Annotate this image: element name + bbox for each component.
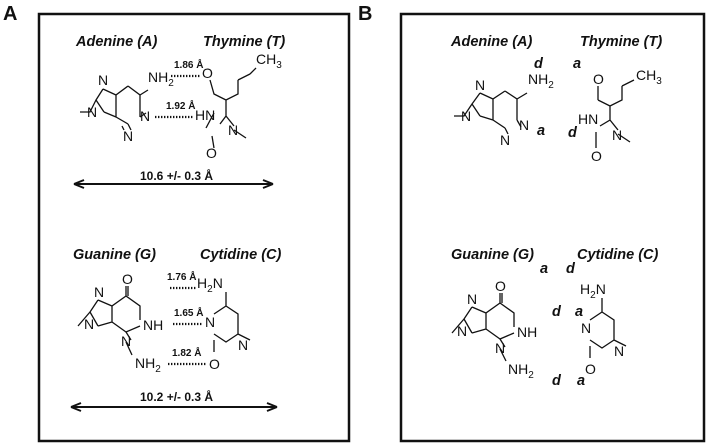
- at-pair: Adenine (A) Thymine (T) NH2 N N N N O CH…: [73, 34, 285, 189]
- b-thymine-n1: N: [612, 127, 622, 143]
- thymine-n1: N: [228, 122, 238, 138]
- gc-width-label: 10.2 +/- 0.3 Å: [140, 389, 213, 404]
- b-adenine-site-1: d: [534, 56, 544, 72]
- cytidine-n3: N: [205, 314, 215, 330]
- gc-width-arrow: [70, 402, 278, 412]
- cytidine-n1: N: [238, 337, 248, 353]
- guanine-o6: O: [122, 271, 133, 287]
- b-adenine-site-2: a: [537, 123, 545, 139]
- adenine-n9: N: [87, 104, 97, 120]
- gc-hbond-3-label: 1.82 Å: [172, 346, 201, 359]
- b-guanine-title: Guanine (G): [451, 247, 534, 263]
- at-hbond-1-label: 1.86 Å: [174, 58, 203, 71]
- b-adenine-n3: N: [500, 132, 510, 148]
- thymine-title: Thymine (T): [203, 34, 285, 50]
- b-cytidine-n3: N: [581, 320, 591, 336]
- b-cytidine-structure: H2N N O N: [580, 281, 627, 377]
- adenine-n7: N: [98, 72, 108, 88]
- b-cytidine-n1: N: [614, 343, 624, 359]
- guanine-title: Guanine (G): [73, 247, 156, 263]
- b-guanine-n1h: NH: [517, 324, 537, 340]
- b-thymine-structure: O CH3 HN N O: [578, 67, 662, 164]
- thymine-structure: O CH3 HN N O: [195, 51, 282, 161]
- adenine-nh2: NH2: [148, 69, 174, 89]
- b-cytidine-nh2: H2N: [580, 281, 606, 301]
- b-cytidine-site-2: a: [575, 304, 583, 320]
- b-guanine-o6: O: [495, 278, 506, 294]
- b-thymine-site-2: d: [568, 125, 578, 141]
- b-guanine-site-3: d: [552, 373, 562, 389]
- panel-b-frame: [399, 12, 706, 443]
- guanine-n3: N: [121, 333, 131, 349]
- guanine-structure: O NH N N N NH2: [77, 271, 163, 375]
- thymine-ch3: CH3: [256, 51, 282, 71]
- b-thymine-n3h: HN: [578, 111, 598, 127]
- panel-a: A Adenine (A) Thymine (T) NH2 N N N N O …: [3, 3, 351, 443]
- b-thymine-o4: O: [593, 71, 604, 87]
- thymine-o2: O: [206, 145, 217, 161]
- gc-hbond-1-label: 1.76 Å: [167, 270, 196, 283]
- b-guanine-n7: N: [467, 291, 477, 307]
- panel-a-letter: A: [3, 3, 17, 25]
- b-guanine-nh2: NH2: [508, 361, 534, 381]
- cytidine-nh2: H2N: [197, 275, 223, 295]
- at-width-label: 10.6 +/- 0.3 Å: [140, 168, 213, 183]
- b-guanine-n3: N: [495, 340, 505, 356]
- panel-b-letter: B: [358, 3, 372, 25]
- b-cytidine-o2: O: [585, 361, 596, 377]
- b-adenine-n1: N: [519, 117, 529, 133]
- b-adenine-nh2: NH2: [528, 71, 554, 91]
- cytidine-structure: H2N N O N: [197, 275, 251, 372]
- adenine-n3: N: [123, 128, 133, 144]
- b-thymine-site-1: a: [573, 56, 581, 72]
- b-guanine-structure: O NH N N N NH2: [451, 278, 537, 381]
- b-at-pair: Adenine (A) Thymine (T) NH2 N N N N d a …: [450, 34, 662, 164]
- guanine-n1h: NH: [143, 317, 163, 333]
- b-guanine-n9: N: [457, 323, 467, 339]
- b-guanine-site-1: a: [540, 261, 548, 277]
- b-adenine-structure: NH2 N N N N: [454, 71, 554, 148]
- b-gc-pair: Guanine (G) Cytidine (C) O NH N N N NH2 …: [451, 247, 659, 389]
- b-cytidine-title: Cytidine (C): [577, 247, 659, 263]
- b-cytidine-site-3: a: [577, 373, 585, 389]
- panel-a-frame: [37, 12, 351, 443]
- b-adenine-n7: N: [475, 77, 485, 93]
- gc-hbond-2-label: 1.65 Å: [174, 306, 203, 319]
- guanine-nh2: NH2: [135, 355, 161, 375]
- b-thymine-title: Thymine (T): [580, 34, 662, 50]
- cytidine-o2: O: [209, 356, 220, 372]
- guanine-n7: N: [94, 284, 104, 300]
- gc-pair: Guanine (G) Cytidine (C) O NH N N N NH2 …: [70, 247, 282, 412]
- b-adenine-n9: N: [461, 108, 471, 124]
- b-thymine-o2: O: [591, 148, 602, 164]
- b-cytidine-site-1: d: [566, 261, 576, 277]
- adenine-structure: NH2 N N N N: [80, 69, 174, 144]
- b-thymine-ch3: CH3: [636, 67, 662, 87]
- thymine-o4: O: [202, 65, 213, 81]
- b-guanine-site-2: d: [552, 304, 562, 320]
- adenine-title: Adenine (A): [75, 34, 158, 50]
- cytidine-title: Cytidine (C): [200, 247, 282, 263]
- thymine-n3h: HN: [195, 107, 215, 123]
- panel-b: B Adenine (A) Thymine (T) NH2 N N N N d …: [358, 3, 706, 443]
- at-width-arrow: [73, 179, 274, 189]
- guanine-n9: N: [84, 316, 94, 332]
- at-hbond-2-label: 1.92 Å: [166, 99, 195, 112]
- b-adenine-title: Adenine (A): [450, 34, 533, 50]
- adenine-n1: N: [140, 108, 150, 124]
